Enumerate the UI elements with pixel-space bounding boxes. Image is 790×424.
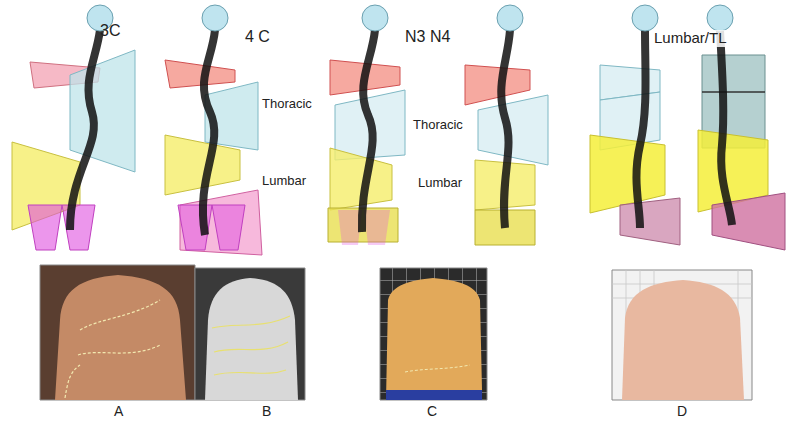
region-label: Lumbar (262, 174, 306, 188)
curve-type-label: 3C (100, 22, 120, 40)
region-label: Thoracic (262, 97, 312, 111)
panel-letter: C (427, 404, 437, 419)
curve-type-label: Lumbar/TL (652, 30, 729, 47)
panel-letter: D (677, 404, 687, 419)
curve-type-label: N3 N4 (405, 28, 450, 46)
panel-letter: B (262, 404, 271, 419)
region-label: Thoracic (413, 118, 463, 132)
curve-type-label: 4 C (245, 28, 270, 46)
panel-letter: A (114, 404, 123, 419)
region-label: Lumbar (418, 176, 462, 190)
